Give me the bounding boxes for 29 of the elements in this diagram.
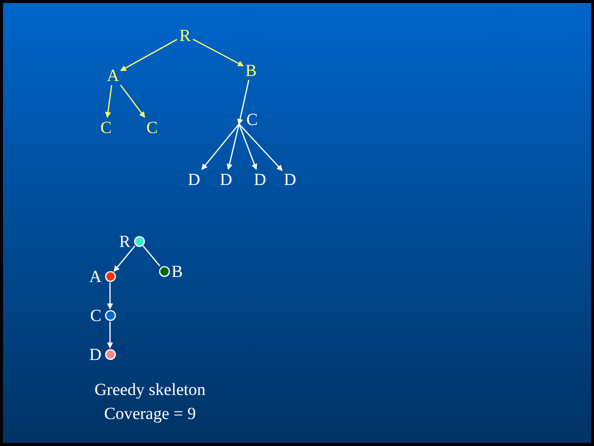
node-label: C xyxy=(90,306,102,324)
node-label: C xyxy=(245,110,259,128)
node-label: D xyxy=(219,170,233,188)
node-label: D xyxy=(253,170,267,188)
arrow xyxy=(120,38,178,72)
arrow xyxy=(114,246,136,272)
node-label: A xyxy=(106,66,120,84)
arrow xyxy=(238,124,283,172)
node-label: A xyxy=(89,268,102,284)
node-label: R xyxy=(119,232,130,250)
caption-text: Greedy skeleton xyxy=(94,381,206,398)
arrow xyxy=(107,322,113,348)
node-label: R xyxy=(178,26,192,44)
arrow xyxy=(226,124,240,170)
arrow xyxy=(107,282,113,310)
arrow xyxy=(201,124,240,170)
node-label: D xyxy=(283,170,297,188)
arrow xyxy=(237,80,250,125)
caption-text: Coverage = 9 xyxy=(104,405,196,422)
node-label: C xyxy=(145,118,159,136)
node-label: C xyxy=(99,118,113,136)
arrow xyxy=(192,38,244,66)
node-label: B xyxy=(244,61,258,79)
node-label: B xyxy=(172,262,183,280)
node-label: D xyxy=(89,346,102,362)
arrow xyxy=(120,84,146,118)
arrow xyxy=(105,84,112,118)
node-label: D xyxy=(187,170,201,188)
arrow xyxy=(238,124,258,170)
